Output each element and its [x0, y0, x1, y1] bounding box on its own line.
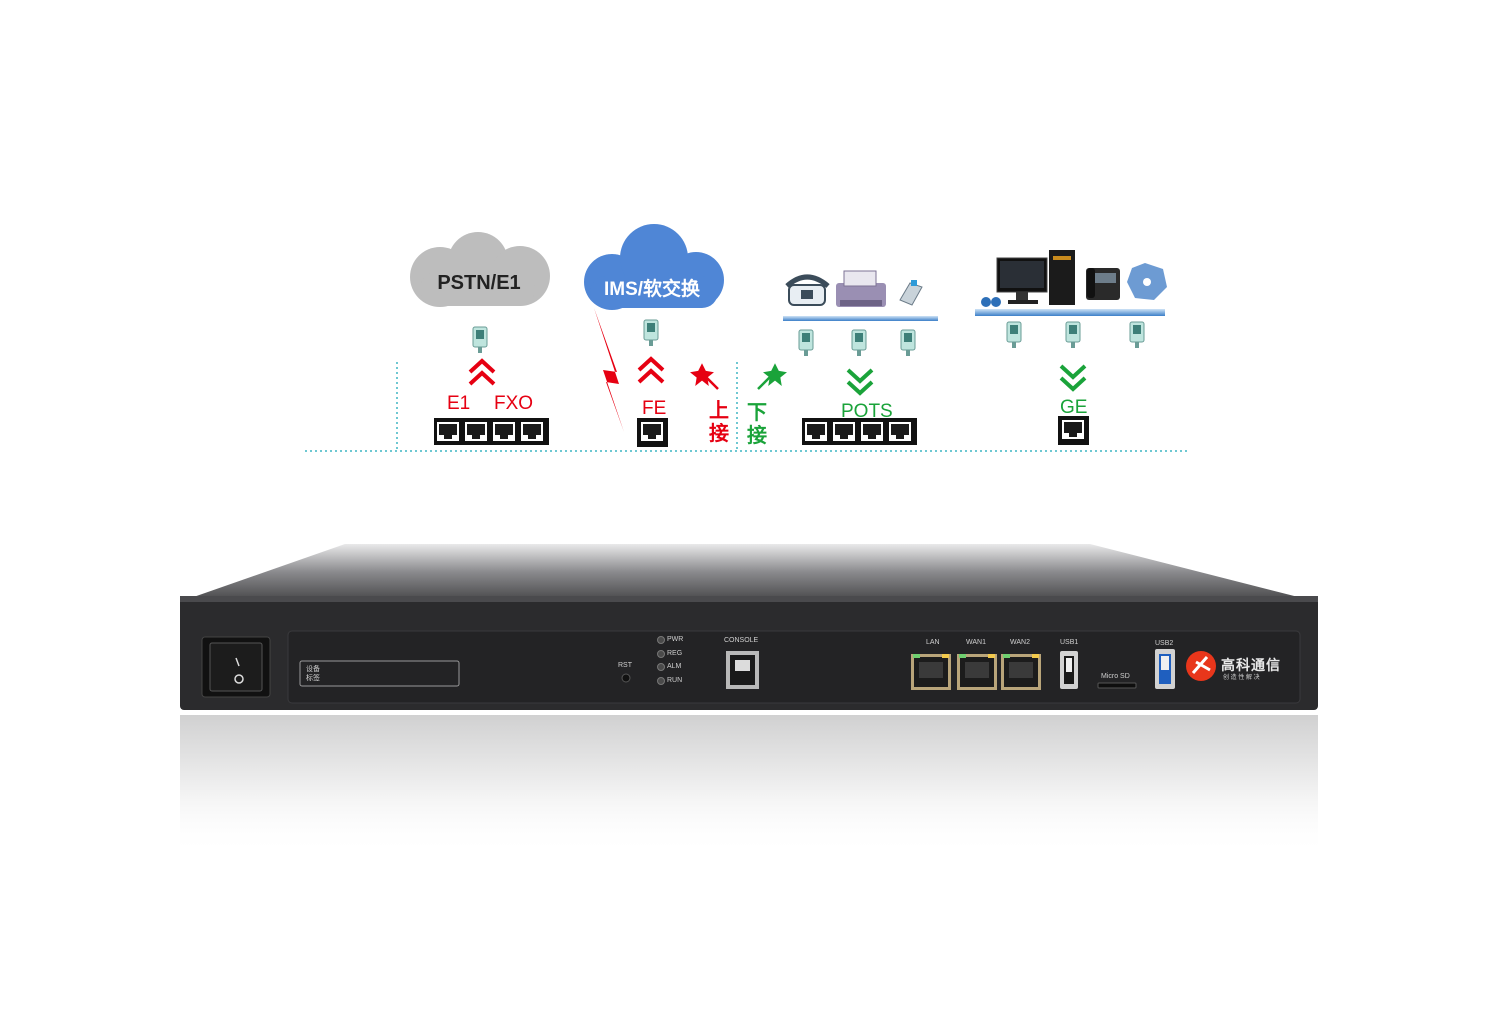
pos-terminal-icon	[899, 280, 923, 306]
network-jack-icon	[1006, 321, 1022, 349]
rj-port-icon	[521, 422, 543, 441]
network-jack-icon	[1065, 321, 1081, 349]
device-label-box: 设备 标签	[306, 666, 320, 682]
downlink-arrow-icon	[1059, 364, 1087, 392]
fax-machine-icon	[836, 270, 886, 307]
desktop-computer-icon	[996, 250, 1075, 305]
fe-label: FE	[642, 398, 667, 419]
rj-port-icon	[465, 422, 487, 441]
pstn-cloud-icon	[410, 232, 550, 307]
pots-device-bar	[783, 316, 938, 321]
pots-port-block	[802, 418, 917, 445]
uplink-label: 上 接	[709, 398, 729, 445]
downlink-wand-icon	[757, 363, 787, 390]
usb2-port-label: USB2	[1155, 640, 1174, 647]
network-hub-icon	[1127, 263, 1167, 300]
downlink-label: 下 接	[747, 400, 767, 447]
uplink-wand-icon	[690, 363, 719, 390]
ims-cloud-label: IMS/软交换	[603, 279, 701, 300]
fe-port-block	[637, 418, 668, 447]
diagram-graphics	[305, 224, 1190, 452]
wan1-port-label: WAN1	[966, 639, 986, 646]
led-reg-label: REG	[667, 650, 683, 657]
uplink-arrow-icon	[637, 356, 665, 384]
rj-port-icon	[437, 422, 459, 441]
lan-port-label: LAN	[926, 639, 940, 646]
telephone-icon	[785, 274, 830, 306]
ip-phone-icon	[1086, 268, 1120, 300]
wan2-port-label: WAN2	[1010, 639, 1030, 646]
rj-port-icon	[833, 422, 855, 441]
e1-label: E1	[447, 393, 471, 414]
e1-fxo-port-block	[434, 418, 549, 445]
led-alm-label: ALM	[667, 663, 682, 670]
network-jack-icon	[900, 329, 916, 357]
gear-icon	[981, 297, 1001, 307]
rj-port-icon	[889, 422, 911, 441]
brand-slogan: 创 造 性 解 决	[1223, 675, 1260, 681]
rj-port-icon	[861, 422, 883, 441]
network-jack-icon	[1129, 321, 1145, 349]
rj-port-icon	[493, 422, 515, 441]
microsd-slot-label: Micro SD	[1101, 673, 1130, 680]
led-run-label: RUN	[667, 677, 683, 684]
fxo-label: FXO	[494, 393, 534, 414]
rst-label: RST	[618, 662, 632, 669]
console-label: CONSOLE	[724, 637, 759, 644]
wireless-lightning-icon	[594, 308, 624, 432]
network-jack-icon	[798, 329, 814, 357]
device-graphics	[180, 544, 1318, 855]
usb1-port-label: USB1	[1060, 639, 1079, 646]
rj-port-icon	[641, 422, 663, 441]
ge-label: GE	[1060, 397, 1088, 418]
downlink-arrow-icon	[846, 368, 874, 396]
pots-label: POTS	[841, 401, 893, 422]
rj-port-icon	[805, 422, 827, 441]
network-jack-icon	[851, 329, 867, 357]
network-jack-icon	[472, 326, 488, 354]
pstn-cloud-label: PSTN/E1	[437, 272, 521, 294]
ge-port-block	[1058, 416, 1089, 445]
brand-name: 高科通信	[1221, 658, 1281, 674]
led-pwr-label: PWR	[667, 636, 684, 643]
ims-cloud-icon	[584, 224, 724, 310]
ge-device-bar	[975, 309, 1165, 316]
network-jack-icon	[643, 319, 659, 347]
rj-port-icon	[1062, 420, 1084, 439]
uplink-arrow-icon	[468, 358, 496, 386]
